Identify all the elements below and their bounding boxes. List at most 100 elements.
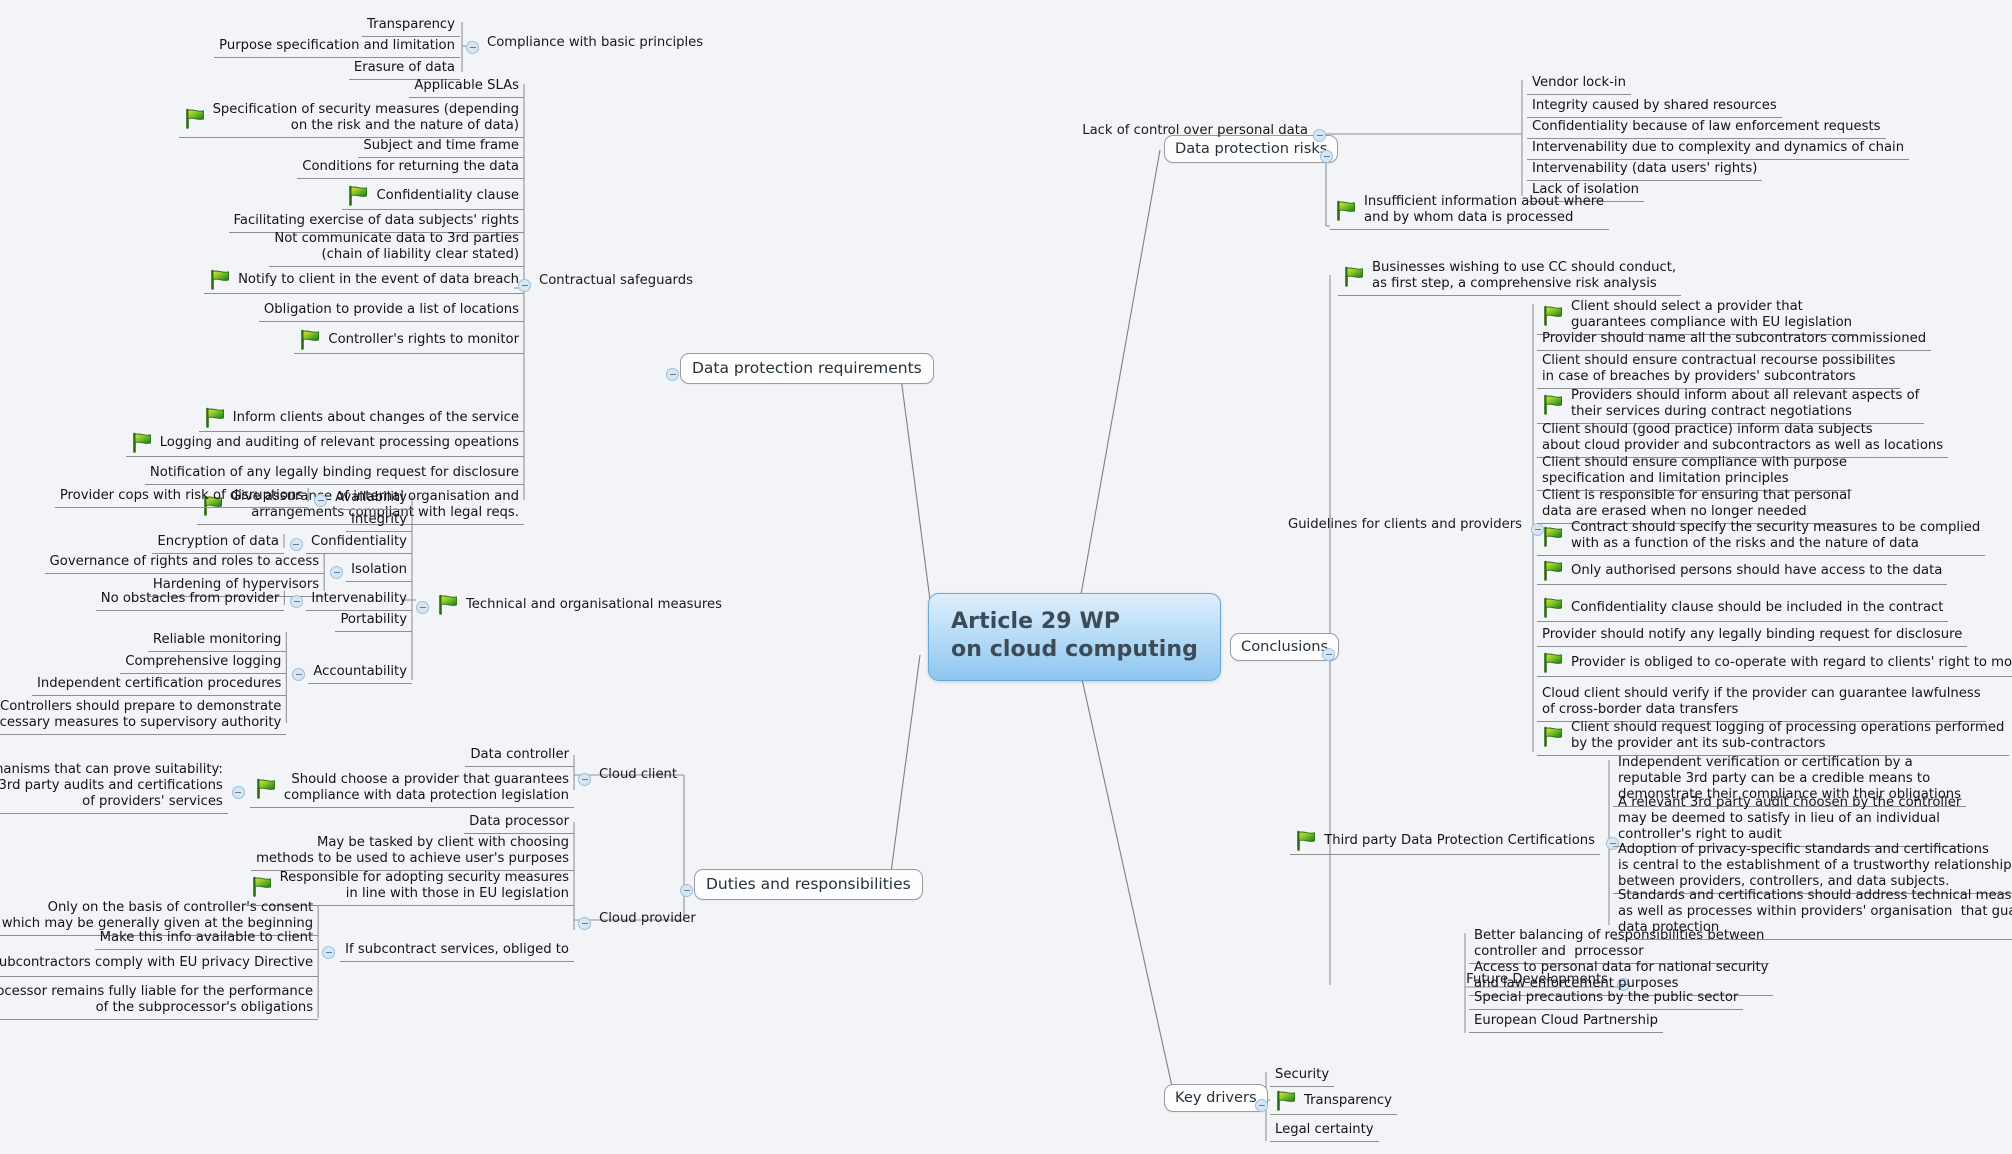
leaf-contractual-12[interactable]: Notification of any legally binding requ…: [144, 463, 524, 485]
node-tech-group-5[interactable]: Portability: [335, 610, 412, 632]
leaf-thirdparty-1[interactable]: A relevant 3rd party audit choosen by th…: [1613, 793, 1967, 848]
leaf-risk-1[interactable]: Integrity caused by shared resources: [1527, 96, 1782, 118]
leaf-future-1[interactable]: Access to personal data for national sec…: [1469, 958, 1774, 997]
leaf-contractual-2[interactable]: Subject and time frame: [358, 136, 524, 158]
leaf-compliance-2[interactable]: Erasure of data: [348, 58, 460, 80]
leaf-cloud-client-0[interactable]: Data controller: [465, 745, 574, 767]
leaf-risk-3[interactable]: Intervenability due to complexity and dy…: [1527, 138, 1910, 160]
leaf-contractual-5[interactable]: Facilitating exercise of data subjects' …: [228, 211, 524, 233]
toggle-contractual-safeguards[interactable]: [518, 279, 531, 292]
leaf-guideline-12[interactable]: Cloud client should verify if the provid…: [1537, 684, 1986, 723]
leaf-guideline-7[interactable]: Contract should specify the security mea…: [1537, 518, 1986, 557]
leaf-cp-sub-3-0[interactable]: Only on the basis of controller's consen…: [0, 898, 319, 937]
toggle-data-protection-risks[interactable]: [1320, 150, 1333, 163]
toggle-tech-4[interactable]: [290, 595, 304, 608]
node-technical-organisational-measures[interactable]: Technical and organisational measures: [432, 592, 727, 618]
leaf-guideline-1[interactable]: Provider should name all the subcontrato…: [1537, 329, 1932, 351]
toggle-tech-6[interactable]: [292, 668, 306, 681]
leaf-guideline-11[interactable]: Provider is obliged to co-operate with r…: [1537, 650, 2012, 677]
toggle-duties[interactable]: [680, 884, 693, 897]
leaf-risk-0[interactable]: Vendor lock-in: [1527, 73, 1631, 95]
root-node[interactable]: Article 29 WP on cloud computing: [928, 593, 1221, 682]
toggle-data-protection-requirements[interactable]: [666, 368, 679, 381]
toggle-cloud-provider[interactable]: [578, 917, 591, 930]
leaf-contractual-11[interactable]: Logging and auditing of relevant process…: [125, 430, 524, 457]
node-tech-group-1[interactable]: Integrity: [346, 510, 412, 532]
leaf-risk-4[interactable]: Intervenability (data users' rights): [1527, 159, 1763, 181]
leaf-tech-6-3[interactable]: Controllers should prepare to demonstrat…: [0, 697, 287, 736]
toggle-compliance[interactable]: [466, 41, 479, 54]
toggle-conclusions[interactable]: [1322, 648, 1335, 661]
leaf-contractual-3[interactable]: Conditions for returning the data: [297, 157, 524, 179]
leaf-future-2[interactable]: Special precautions by the public sector: [1469, 988, 1744, 1010]
branch-conclusions[interactable]: Conclusions: [1230, 633, 1340, 662]
node-third-party-certifications[interactable]: Third party Data Protection Certificatio…: [1290, 828, 1600, 855]
leaf-cloud-provider-0[interactable]: Data processor: [464, 812, 574, 834]
leaf-risk-5[interactable]: Lack of isolation: [1527, 180, 1645, 202]
leaf-tech-6-1[interactable]: Comprehensive logging: [120, 652, 287, 674]
leaf-cp-sub-3-3[interactable]: Processor remains fully liable for the p…: [0, 982, 319, 1021]
leaf-guideline-6[interactable]: Client is responsible for ensuring that …: [1537, 486, 1856, 525]
node-cloud-provider[interactable]: Cloud provider: [594, 909, 701, 930]
leaf-tech-3-0[interactable]: Governance of rights and roles to access: [44, 552, 325, 574]
node-tech-group-6[interactable]: Accountability: [308, 662, 412, 684]
leaf-contractual-8[interactable]: Obligation to provide a list of location…: [258, 300, 524, 322]
node-guidelines[interactable]: Guidelines for clients and providers: [1283, 515, 1527, 536]
leaf-thirdparty-3[interactable]: Standards and certifications should addr…: [1613, 886, 2012, 941]
leaf-cc-sub-1-0[interactable]: Mechanisms that can prove suitability:in…: [0, 760, 228, 815]
leaf-cloud-client-1[interactable]: Should choose a provider that guarantees…: [249, 770, 574, 809]
leaf-cloud-provider-3[interactable]: If subcontract services, obliged to: [340, 940, 574, 962]
toggle-lack-of-control[interactable]: [1313, 129, 1326, 142]
leaf-contractual-4[interactable]: Confidentiality clause: [342, 183, 524, 210]
leaf-future-0[interactable]: Better balancing of responsibilities bet…: [1469, 926, 1770, 965]
leaf-contractual-7[interactable]: Notify to client in the event of data br…: [204, 267, 524, 294]
leaf-guideline-10[interactable]: Provider should notify any legally bindi…: [1537, 625, 1968, 647]
branch-data-protection-requirements[interactable]: Data protection requirements: [680, 353, 934, 385]
leaf-tech-0-0[interactable]: Provider cops with risk of disruptions: [54, 486, 309, 508]
leaf-thirdparty-0[interactable]: Independent verification or certificatio…: [1613, 753, 1966, 808]
leaf-guideline-3[interactable]: Providers should inform about all releva…: [1537, 386, 1925, 425]
node-tech-group-4[interactable]: Intervenability: [306, 589, 412, 611]
leaf-contractual-10[interactable]: Inform clients about changes of the serv…: [198, 405, 524, 432]
node-cloud-client[interactable]: Cloud client: [594, 765, 682, 786]
leaf-guideline-8[interactable]: Only authorised persons should have acce…: [1537, 558, 1948, 585]
leaf-key-driver-0[interactable]: Security: [1270, 1065, 1335, 1087]
node-tech-group-0[interactable]: Availability: [330, 488, 412, 510]
leaf-contractual-6[interactable]: Not communicate data to 3rd parties(chai…: [269, 229, 524, 268]
leaf-cp-sub-3-1[interactable]: Make this info available to client: [94, 928, 319, 950]
node-risk-analysis[interactable]: Businesses wishing to use CC should cond…: [1338, 258, 1682, 297]
toggle-future-developments[interactable]: [1617, 978, 1630, 991]
node-contractual-safeguards[interactable]: Contractual safeguards: [534, 271, 698, 292]
node-tech-group-2[interactable]: Confidentiality: [305, 532, 412, 554]
leaf-guideline-5[interactable]: Client should ensure compliance with pur…: [1537, 453, 1852, 492]
leaf-guideline-4[interactable]: Client should (good practice) inform dat…: [1537, 420, 1949, 459]
toggle-tech-3[interactable]: [330, 566, 344, 579]
node-compliance-with-basic-principles[interactable]: Compliance with basic principles: [482, 33, 708, 54]
leaf-future-3[interactable]: European Cloud Partnership: [1469, 1011, 1664, 1033]
leaf-cp-sub-3-2[interactable]: Guarantees that subcontractors comply wi…: [0, 950, 319, 977]
leaf-tech-6-2[interactable]: Independent certification procedures: [32, 674, 287, 696]
node-tech-group-3[interactable]: Isolation: [346, 560, 412, 582]
leaf-tech-6-0[interactable]: Reliable monitoring: [147, 630, 287, 652]
toggle-tech-2[interactable]: [289, 538, 303, 551]
toggle-cc-sub-1[interactable]: [231, 786, 245, 799]
leaf-tech-2-0[interactable]: Encryption of data: [152, 532, 284, 554]
branch-duties-responsibilities[interactable]: Duties and responsibilities: [694, 869, 923, 901]
toggle-technical-measures[interactable]: [416, 601, 429, 614]
node-lack-of-control[interactable]: Lack of control over personal data: [1077, 121, 1313, 142]
toggle-tech-0[interactable]: [314, 494, 328, 507]
leaf-contractual-1[interactable]: Specification of security measures (depe…: [178, 100, 524, 139]
toggle-key-drivers[interactable]: [1255, 1099, 1268, 1112]
leaf-compliance-1[interactable]: Purpose specification and limitation: [214, 36, 460, 58]
toggle-cp-sub-3[interactable]: [322, 946, 336, 959]
leaf-tech-4-0[interactable]: No obstacles from provider: [95, 589, 285, 611]
leaf-guideline-9[interactable]: Confidentiality clause should be include…: [1537, 595, 1949, 622]
leaf-guideline-13[interactable]: Client should request logging of process…: [1537, 718, 2010, 757]
leaf-risk-2[interactable]: Confidentiality because of law enforceme…: [1527, 117, 1886, 139]
branch-key-drivers[interactable]: Key drivers: [1164, 1084, 1268, 1113]
leaf-contractual-0[interactable]: Applicable SLAs: [409, 76, 524, 98]
node-future-developments[interactable]: Future Developments: [1461, 970, 1613, 991]
branch-data-protection-risks[interactable]: Data protection risks: [1164, 135, 1339, 164]
